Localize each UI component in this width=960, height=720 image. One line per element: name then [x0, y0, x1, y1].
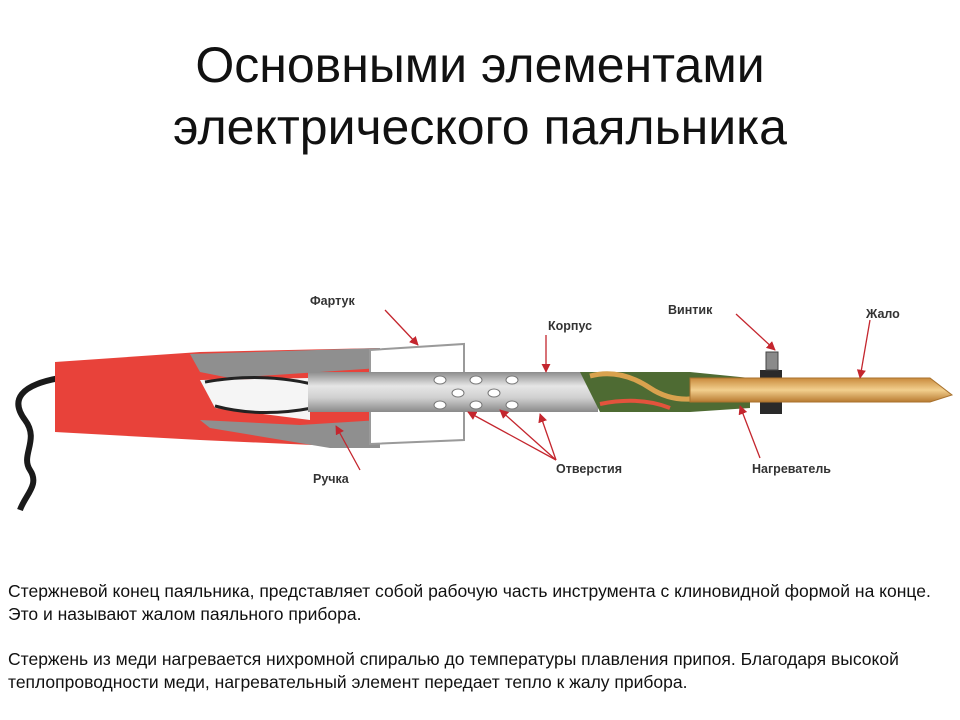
title-line-2: электрического паяльника: [173, 99, 787, 155]
label-zhalo: Жало: [865, 307, 900, 321]
paragraph-tip-description: Стержневой конец паяльника, представляет…: [8, 581, 931, 624]
copper-tip: [689, 377, 954, 403]
label-ruchka: Ручка: [313, 472, 350, 486]
wire-top: [204, 375, 313, 386]
soldering-iron-diagram: Фартук Корпус Винтик Жало Ручка Отверсти…: [15, 294, 954, 512]
handle-grey-cover: [190, 348, 380, 378]
screw-head: [765, 351, 779, 371]
title-line-1: Основными элементами: [195, 37, 765, 93]
heater-wrap-2: [599, 398, 671, 410]
label-otverstiya: Отверстия: [556, 462, 622, 476]
label-korpus: Корпус: [548, 319, 592, 333]
page-title: Основными элементами электрического паял…: [0, 34, 960, 158]
power-cord: [15, 375, 61, 512]
vent-holes: [433, 375, 519, 410]
callout-arrows: [335, 309, 871, 471]
paragraph-heating-description: Стержень из меди нагревается нихромной с…: [8, 649, 899, 692]
label-vintik: Винтик: [668, 303, 713, 317]
label-fartuk: Фартук: [310, 294, 355, 308]
label-nagrevatel: Нагреватель: [752, 462, 831, 476]
handle-grey-cover-lower: [200, 420, 380, 448]
wire-bottom: [214, 404, 313, 414]
